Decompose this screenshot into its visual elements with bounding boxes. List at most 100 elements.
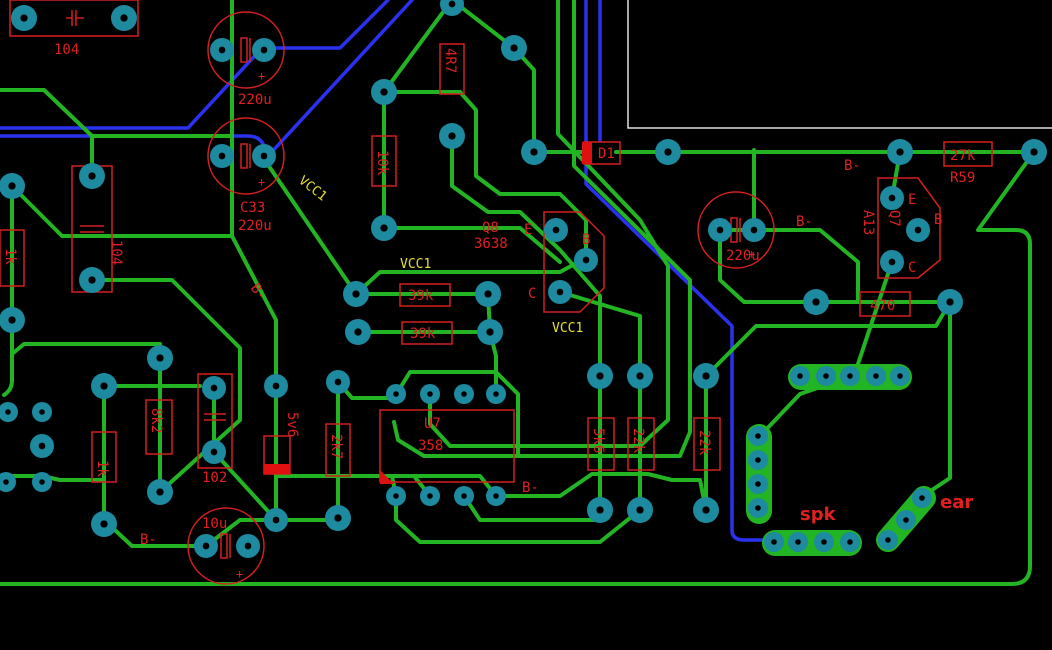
label-r-470: 470 bbox=[870, 298, 895, 314]
plus-sign-icon: + bbox=[236, 567, 243, 581]
round-pad-icon bbox=[896, 510, 916, 530]
label-q8-value: 3638 bbox=[474, 236, 508, 252]
label-r-8k2: 8k2 bbox=[148, 408, 164, 433]
connector-bodies bbox=[746, 364, 936, 556]
round-pad-icon bbox=[486, 384, 506, 404]
net-label-vcc1-a: VCC1 bbox=[296, 173, 330, 204]
round-pad-icon bbox=[878, 530, 898, 550]
connector-labels: spk ear bbox=[800, 492, 973, 525]
round-pad-icon bbox=[548, 280, 572, 304]
round-pad-icon bbox=[475, 281, 501, 307]
label-q8-e: E bbox=[524, 222, 532, 238]
round-pad-icon bbox=[627, 497, 653, 523]
connector-pads bbox=[748, 366, 932, 552]
round-pad-icon bbox=[32, 472, 52, 492]
round-pad-icon bbox=[194, 534, 218, 558]
round-pad-icon bbox=[748, 426, 768, 446]
polarity-marks: + + + + bbox=[236, 69, 755, 581]
round-pad-icon bbox=[937, 289, 963, 315]
round-pad-icon bbox=[574, 248, 598, 272]
round-pad-icon bbox=[345, 319, 371, 345]
round-pad-icon bbox=[890, 366, 910, 386]
round-pad-icon bbox=[439, 123, 465, 149]
round-pad-icon bbox=[742, 218, 766, 242]
round-pad-icon bbox=[30, 434, 54, 458]
round-pad-icon bbox=[693, 497, 719, 523]
round-pad-icon bbox=[790, 366, 810, 386]
round-pad-icon bbox=[371, 215, 397, 241]
net-label-vcc1-b: VCC1 bbox=[400, 257, 431, 272]
round-pad-icon bbox=[803, 289, 829, 315]
round-pad-icon bbox=[147, 479, 173, 505]
round-pad-icon bbox=[210, 38, 234, 62]
label-q8-b: B bbox=[582, 232, 590, 248]
top-layer-traces bbox=[0, 0, 1036, 586]
label-r59-value: 27k bbox=[950, 148, 976, 164]
round-pad-icon bbox=[880, 250, 904, 274]
plus-sign-icon: + bbox=[258, 175, 265, 189]
round-pad-icon bbox=[788, 532, 808, 552]
round-pad-icon bbox=[252, 38, 276, 62]
label-q7-ref: Q7 bbox=[886, 210, 902, 227]
round-pad-icon bbox=[880, 186, 904, 210]
round-pad-icon bbox=[79, 163, 105, 189]
round-pad-icon bbox=[440, 0, 464, 16]
round-pad-icon bbox=[693, 363, 719, 389]
round-pad-icon bbox=[147, 345, 173, 371]
round-pad-icon bbox=[454, 486, 474, 506]
label-q7-b: B bbox=[934, 212, 942, 228]
round-pad-icon bbox=[210, 144, 234, 168]
round-pad-icon bbox=[420, 384, 440, 404]
round-pad-icon bbox=[544, 218, 568, 242]
round-pad-icon bbox=[386, 486, 406, 506]
label-c33-value: 220u bbox=[238, 218, 272, 234]
round-pad-icon bbox=[748, 474, 768, 494]
round-pad-icon bbox=[371, 79, 397, 105]
net-label-bminus-b: B- bbox=[844, 158, 861, 174]
round-pad-icon bbox=[454, 384, 474, 404]
label-r-1k-low: 1k bbox=[94, 460, 110, 477]
plus-sign-icon: + bbox=[748, 247, 755, 261]
round-pad-icon bbox=[0, 472, 16, 492]
round-pad-icon bbox=[587, 363, 613, 389]
net-label-vcc1-c: VCC1 bbox=[552, 321, 583, 336]
label-connector-ear: ear bbox=[940, 492, 973, 513]
round-pad-icon bbox=[840, 366, 860, 386]
round-pad-icon bbox=[477, 319, 503, 345]
round-pad-icon bbox=[501, 35, 527, 61]
round-pad-icon bbox=[912, 488, 932, 508]
round-pad-icon bbox=[252, 144, 276, 168]
round-pad-icon bbox=[79, 267, 105, 293]
label-cap-104-left: 104 bbox=[108, 240, 124, 265]
label-q7-value: A13 bbox=[860, 210, 876, 235]
board-outline bbox=[627, 0, 1052, 129]
round-pad-icon bbox=[748, 498, 768, 518]
d1-cathode-band bbox=[582, 142, 592, 164]
label-q7-e: E bbox=[908, 192, 916, 208]
label-connector-spk: spk bbox=[800, 504, 837, 525]
label-r-2k7: 2k7 bbox=[328, 434, 344, 459]
round-pad-icon bbox=[840, 532, 860, 552]
label-cap-10u: 10u bbox=[202, 516, 227, 532]
round-pad-icon bbox=[343, 281, 369, 307]
label-q8-ref: Q8 bbox=[482, 220, 499, 236]
label-zener-5v6: 5v6 bbox=[284, 412, 300, 437]
label-q8-c: C bbox=[528, 286, 536, 302]
round-pad-icon bbox=[91, 511, 117, 537]
label-r-10k: 10k bbox=[374, 150, 390, 176]
round-pad-icon bbox=[264, 374, 288, 398]
component-labels: 104 220u C33 220u 4R7 10k Q8 3638 E B C … bbox=[2, 42, 976, 532]
silkscreen-outlines bbox=[0, 0, 993, 585]
round-pad-icon bbox=[264, 508, 288, 532]
round-pad-icon bbox=[655, 139, 681, 165]
round-pad-icon bbox=[748, 450, 768, 470]
label-cap-220u-b: 220u bbox=[726, 248, 760, 264]
round-pad-icon bbox=[906, 218, 930, 242]
round-pad-icon bbox=[0, 402, 18, 422]
round-pad-icon bbox=[814, 532, 834, 552]
label-d1: D1 bbox=[598, 146, 615, 162]
label-u7-ref: U7 bbox=[424, 416, 441, 432]
round-pad-icon bbox=[0, 173, 25, 199]
round-pad-icon bbox=[627, 363, 653, 389]
